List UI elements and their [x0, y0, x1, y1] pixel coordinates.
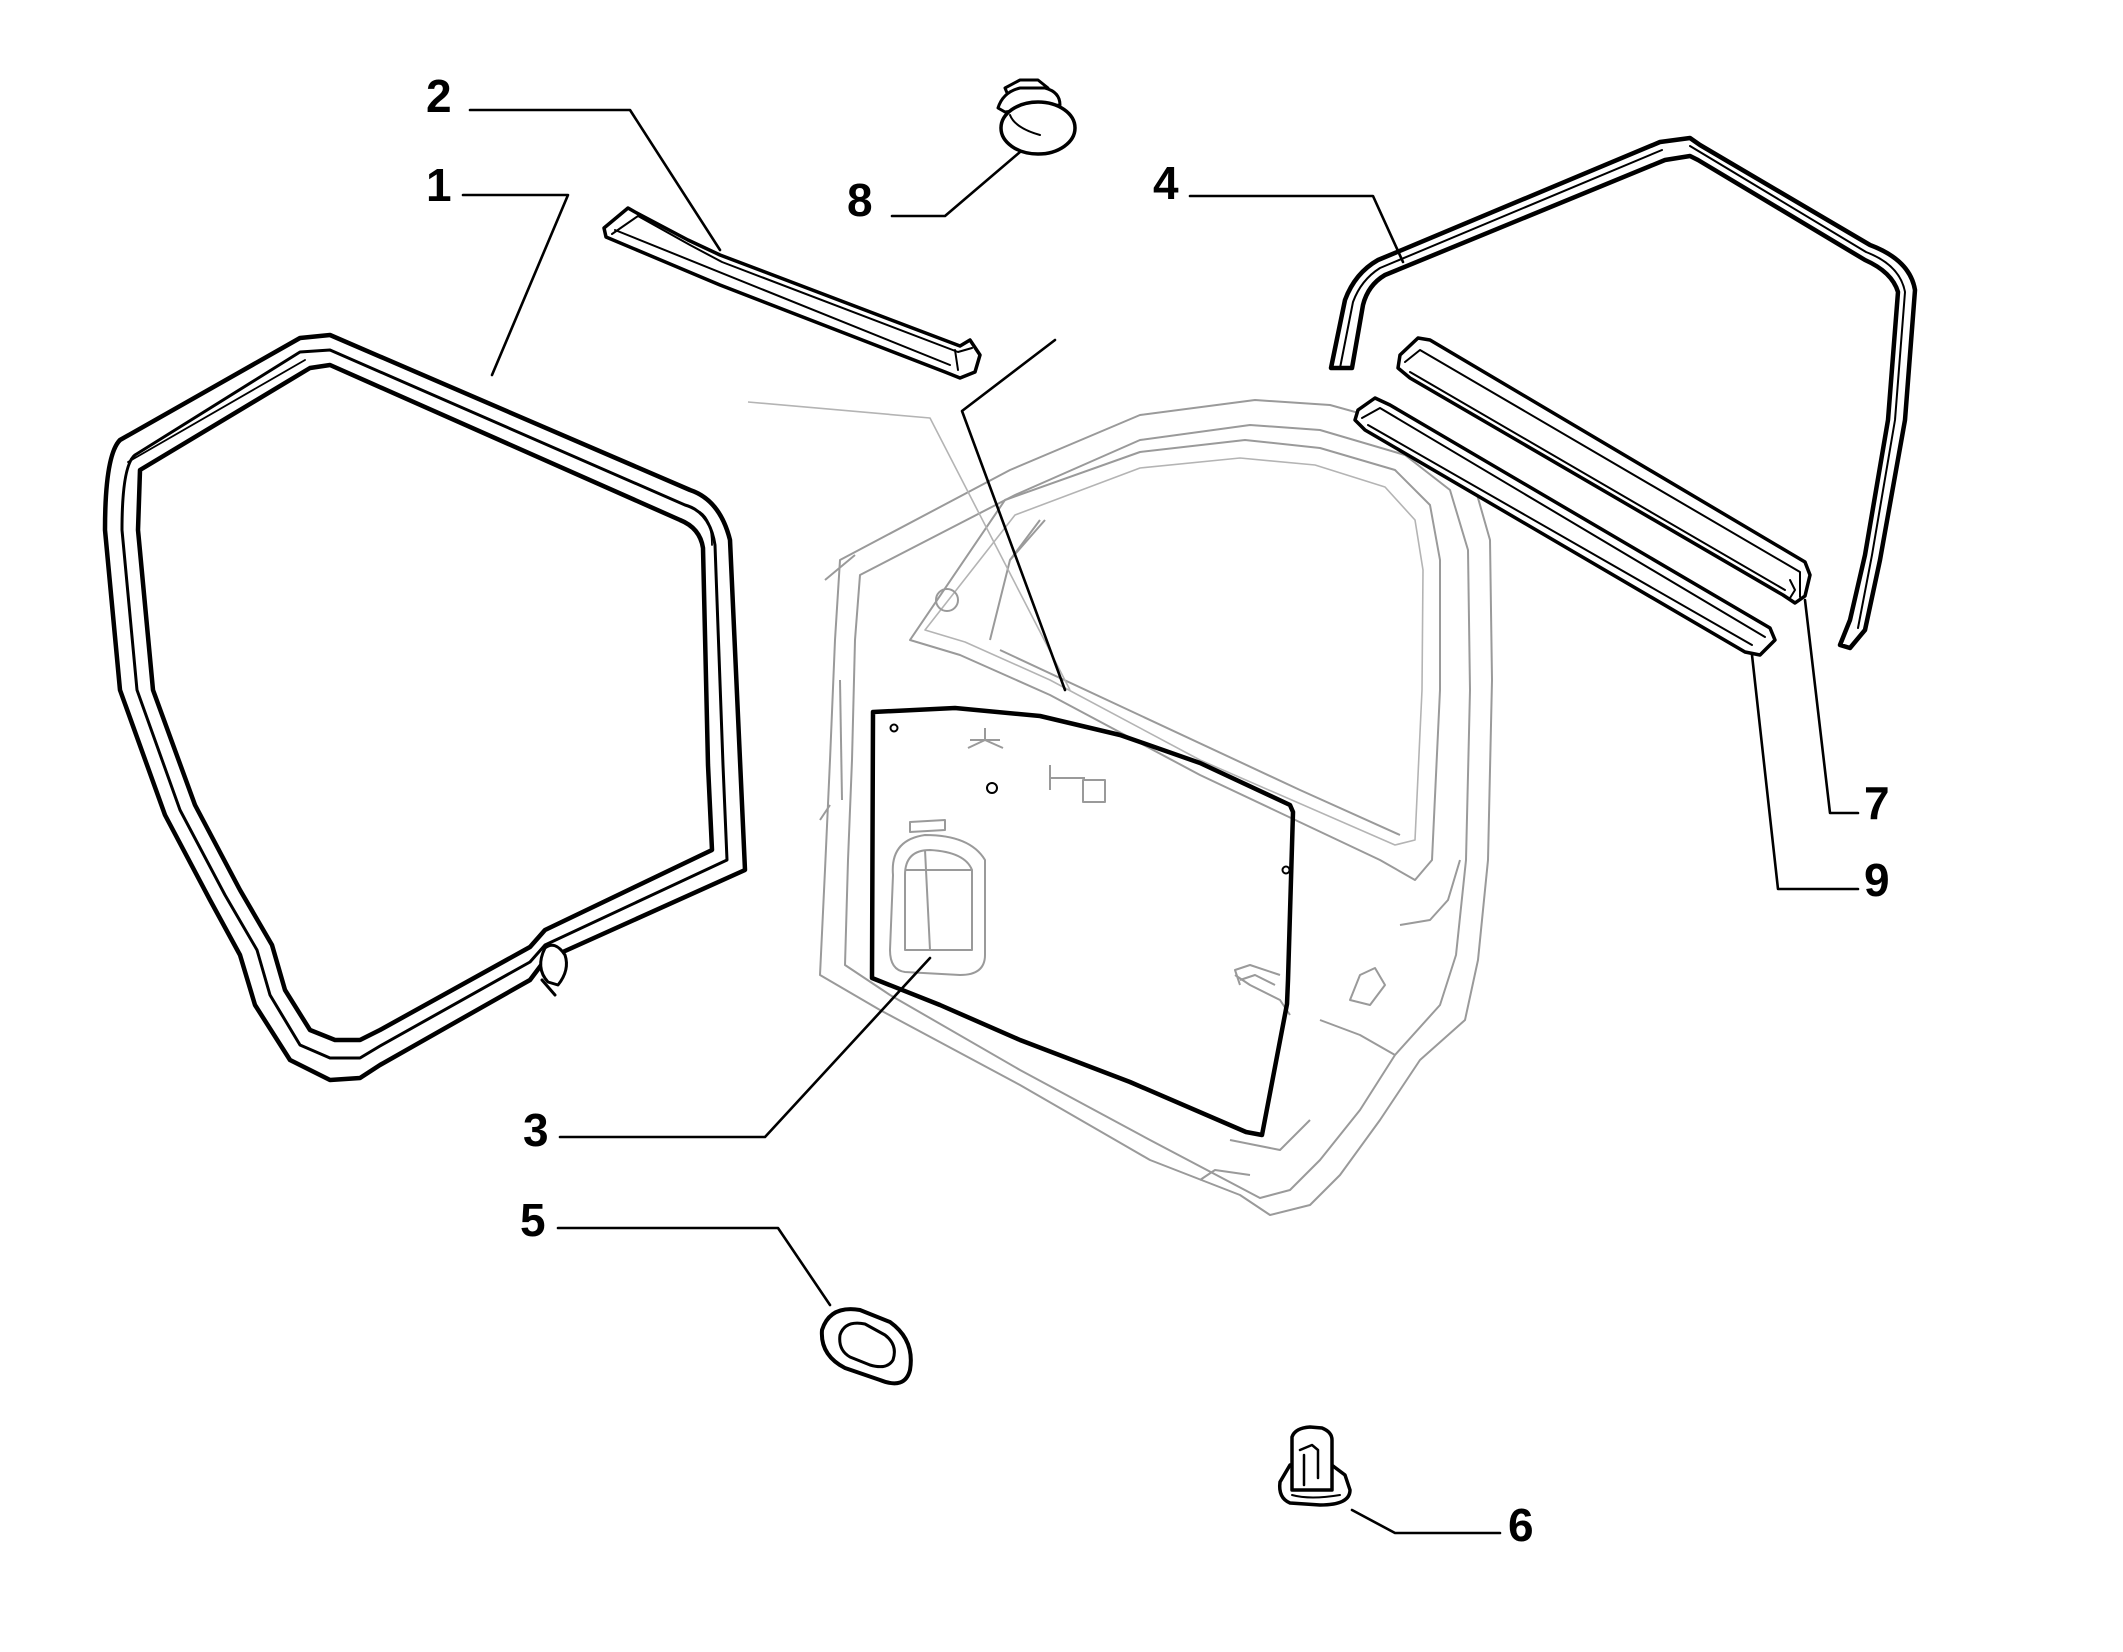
leader-line-1: [461, 193, 570, 377]
callout-8: 8: [847, 174, 873, 226]
part-5-grommet: [819, 1307, 913, 1386]
leader-line-door-pointer: [960, 338, 1067, 692]
leader-line-3: [558, 956, 932, 1139]
callout-7: 7: [1864, 777, 1890, 829]
callout-4: 4: [1153, 157, 1179, 209]
leader-line-6: [1350, 1508, 1502, 1535]
leader-line-2: [468, 108, 722, 252]
part-6-retaining-clip: [1277, 1425, 1352, 1507]
callout-2: 2: [426, 70, 452, 122]
leader-line-7: [1803, 598, 1860, 815]
part-8-push-clip: [996, 78, 1077, 156]
leader-line-8: [890, 150, 1022, 218]
callout-5: 5: [520, 1194, 546, 1246]
part-4-window-channel-seal: [1328, 135, 1918, 651]
part-3-door-membrane: [869, 705, 1296, 1138]
leader-line-4: [1188, 194, 1405, 264]
part-7-belt-moulding: [1396, 336, 1812, 605]
part-9-inner-belt-strip: [1353, 396, 1777, 657]
callout-9: 9: [1864, 854, 1890, 906]
callout-1: 1: [426, 159, 452, 211]
callout-3: 3: [523, 1104, 549, 1156]
part-2-upper-trim-strip: [602, 206, 982, 380]
leader-line-9: [1750, 653, 1860, 891]
part-1-door-frame-seal: [102, 332, 748, 1083]
door-shell-outline: [747, 399, 1493, 1216]
callout-6: 6: [1508, 1499, 1534, 1551]
leader-lines: [461, 108, 1860, 1535]
leader-line-5: [556, 1226, 832, 1307]
